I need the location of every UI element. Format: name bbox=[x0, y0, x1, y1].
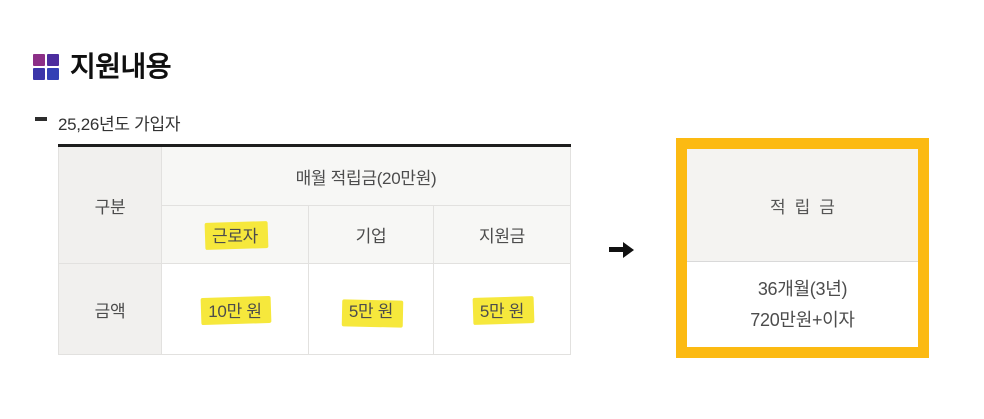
grid-square-bottom-left bbox=[33, 68, 45, 80]
right-arrow-icon bbox=[609, 242, 635, 258]
grid-square-top-left bbox=[33, 54, 45, 66]
grid-squares-icon bbox=[33, 54, 59, 80]
table-value-worker: 10만 원 bbox=[161, 263, 309, 355]
section-title: 지원내용 bbox=[70, 51, 172, 82]
table-value-subsidy: 5만 원 bbox=[433, 263, 571, 355]
table-value-company: 5만 원 bbox=[308, 263, 434, 355]
table-group-header: 매월 적립금(20만원) bbox=[161, 145, 571, 206]
result-line-duration: 36개월(3년) bbox=[757, 278, 848, 299]
result-box-header: 적립금 bbox=[687, 149, 918, 262]
highlighted-text: 근로자 bbox=[204, 221, 269, 250]
section-header: 지원내용 bbox=[33, 50, 172, 84]
result-box-title: 적립금 bbox=[770, 197, 844, 217]
dash-bullet-icon bbox=[35, 117, 47, 121]
table-header-row-2: 근로자 기업 지원금 bbox=[59, 205, 571, 264]
highlighted-text: 5만 원 bbox=[472, 295, 535, 325]
highlighted-text: 10만 원 bbox=[200, 295, 273, 325]
highlighted-text: 5만 원 bbox=[341, 296, 404, 328]
result-line-amount: 720만원+이자 bbox=[750, 309, 855, 330]
grid-square-top-right bbox=[47, 54, 59, 66]
table-col-header-company: 기업 bbox=[308, 205, 434, 264]
table-header-row-1: 구분 매월 적립금(20만원) bbox=[58, 145, 571, 264]
result-box-body: 36개월(3년) 720만원+이자 bbox=[687, 262, 918, 347]
table-row-label: 금액 bbox=[58, 263, 162, 355]
table-col-header-worker: 근로자 bbox=[161, 205, 309, 264]
support-table: 구분 매월 적립금(20만원) 근로자 기업 지원금 금액 10만 원 bbox=[58, 144, 571, 355]
result-box: 적립금 36개월(3년) 720만원+이자 bbox=[676, 138, 929, 358]
grid-square-bottom-right bbox=[47, 68, 59, 80]
subtitle-text: 25,26년도 가입자 bbox=[58, 114, 181, 134]
table-corner-header: 구분 bbox=[58, 145, 162, 264]
table-data-row: 금액 10만 원 5만 원 5만 원 bbox=[58, 263, 571, 355]
table-col-header-subsidy: 지원금 bbox=[433, 205, 571, 264]
subtitle: 25,26년도 가입자 bbox=[35, 110, 180, 134]
